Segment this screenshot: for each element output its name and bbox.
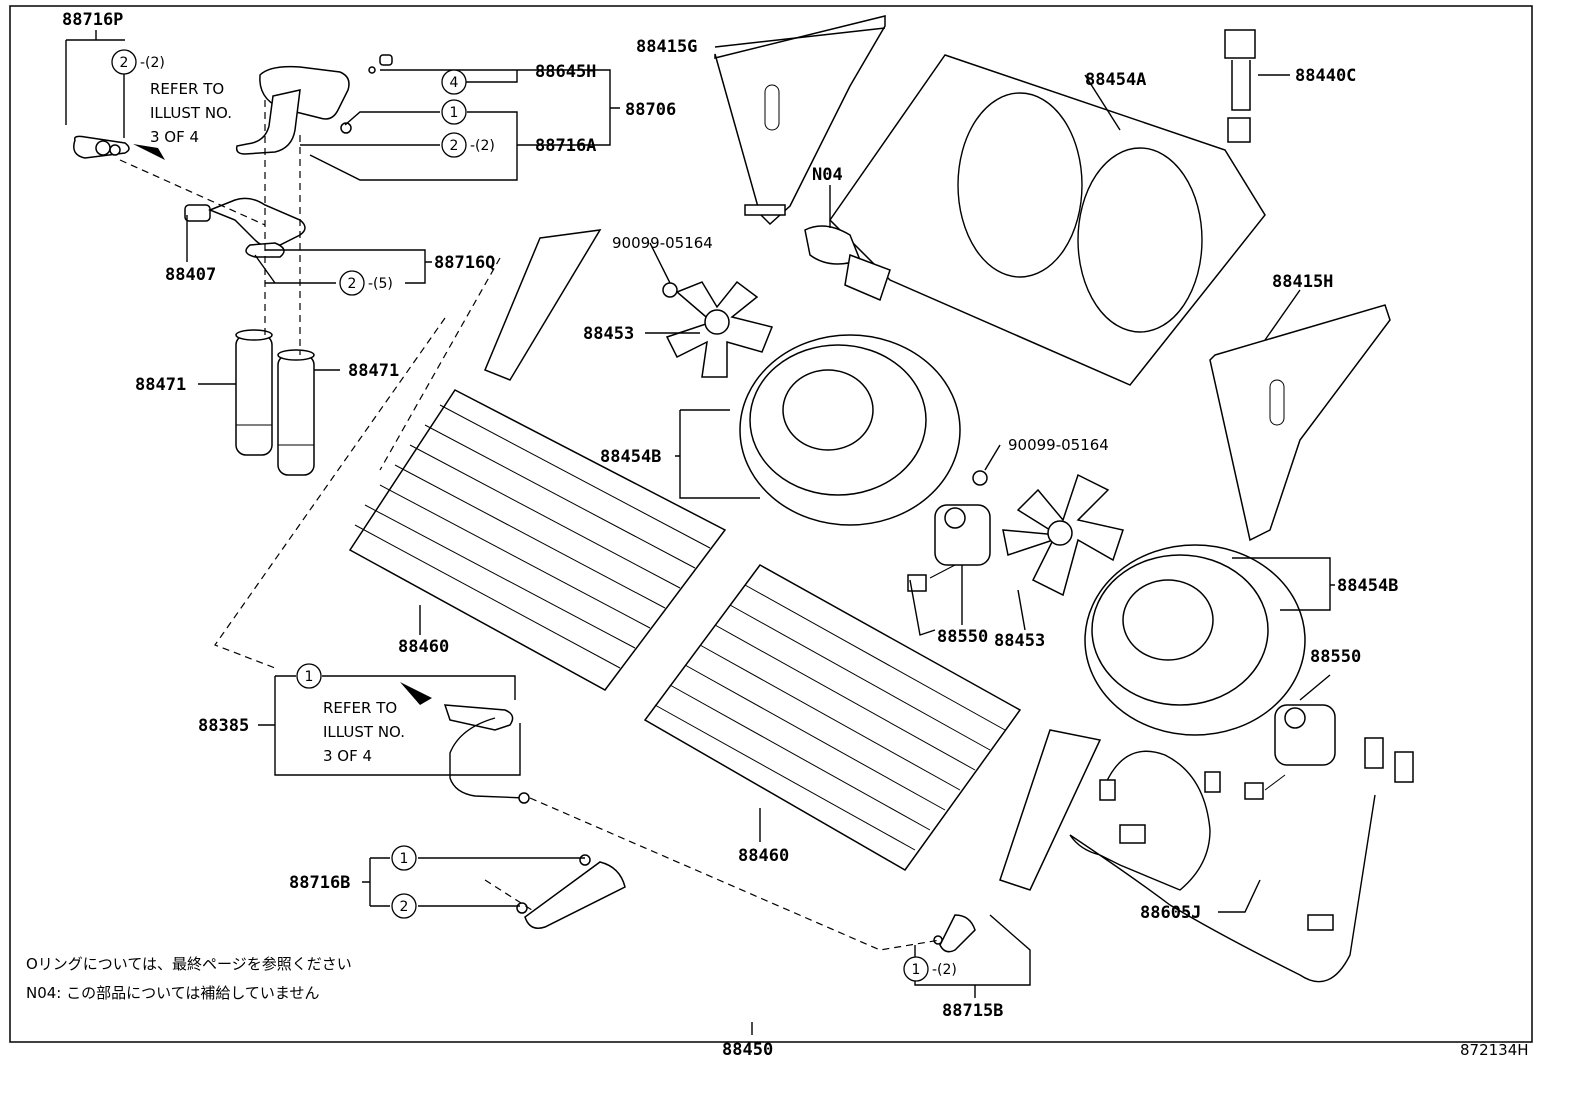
refer-top-line3: 3 OF 4 bbox=[150, 128, 199, 146]
label-N04: N04 bbox=[812, 165, 843, 185]
label-88550-left: 88550 bbox=[937, 627, 988, 647]
label-88407: 88407 bbox=[165, 265, 216, 285]
wire-harness-88605J bbox=[1069, 737, 1414, 983]
callout-1-top: 1 bbox=[450, 105, 459, 121]
label-88605J: 88605J bbox=[1140, 903, 1201, 923]
callout-qty-88715B: -(2) bbox=[932, 962, 957, 978]
side-bracket-upper bbox=[484, 229, 602, 381]
label-88471-right: 88471 bbox=[348, 361, 399, 381]
callout-2-top-left: 2 bbox=[120, 55, 129, 71]
label-90099-05164-mid: 90099-05164 bbox=[1008, 436, 1109, 454]
refer-top-line2: ILLUST NO. bbox=[150, 104, 232, 122]
callout-2-88716Q: 2 bbox=[348, 276, 357, 292]
refer-mid-line1: REFER TO bbox=[323, 699, 397, 717]
tube-88715B bbox=[933, 914, 976, 953]
label-88385: 88385 bbox=[198, 716, 249, 736]
motor-88550-right bbox=[1244, 704, 1336, 800]
callout-qty-top: -(2) bbox=[470, 138, 495, 154]
label-88471-left: 88471 bbox=[135, 375, 186, 395]
fan-88453-upper bbox=[665, 280, 774, 378]
liquid-tube-88645H bbox=[235, 54, 393, 155]
receiver-88471-right bbox=[277, 349, 315, 476]
refer-arrow-top bbox=[133, 144, 165, 160]
label-88460-lower: 88460 bbox=[738, 846, 789, 866]
footnote-oring: Oリングについては、最終ページを参照ください bbox=[26, 955, 352, 973]
label-88415H: 88415H bbox=[1272, 272, 1333, 292]
label-88454B-right: 88454B bbox=[1337, 576, 1398, 596]
label-88716P: 88716P bbox=[62, 10, 123, 30]
label-88716A: 88716A bbox=[535, 136, 596, 156]
bracket-88415G bbox=[714, 15, 886, 226]
motor-88550-left bbox=[907, 504, 991, 592]
callout-circles bbox=[111, 49, 929, 982]
dash-upper-left bbox=[119, 159, 266, 226]
fan-88453-middle bbox=[1002, 473, 1124, 597]
dash-88716Q bbox=[214, 317, 446, 669]
label-88706: 88706 bbox=[625, 100, 676, 120]
leader-lines bbox=[65, 27, 1335, 1035]
dash-88716B bbox=[484, 879, 536, 913]
illustration-number: 872134H bbox=[1460, 1041, 1529, 1059]
callout-2-88716B: 2 bbox=[400, 899, 409, 915]
label-88440C: 88440C bbox=[1295, 66, 1356, 86]
tube-assembly-88716P bbox=[73, 135, 130, 159]
discharge-hose-88385 bbox=[443, 704, 530, 804]
callout-4: 4 bbox=[450, 75, 459, 91]
refer-mid-line3: 3 OF 4 bbox=[323, 747, 372, 765]
side-bracket-lower bbox=[999, 729, 1102, 891]
switch-88440C bbox=[1224, 29, 1256, 143]
label-88450: 88450 bbox=[722, 1040, 773, 1060]
fan-housing-88454B-upper bbox=[739, 334, 961, 526]
condenser-88460-upper bbox=[348, 389, 727, 691]
tube-88716B bbox=[516, 854, 626, 929]
label-88716B: 88716B bbox=[289, 873, 350, 893]
nut-90099-middle bbox=[972, 470, 988, 486]
callout-qty-top-left: -(2) bbox=[140, 55, 165, 71]
receiver-88471-left bbox=[235, 329, 273, 456]
label-88716Q: 88716Q bbox=[434, 253, 495, 273]
label-90099-05164-top: 90099-05164 bbox=[612, 234, 713, 252]
callout-1-88385: 1 bbox=[305, 669, 314, 685]
label-88454B-left: 88454B bbox=[600, 447, 661, 467]
label-88453-mid: 88453 bbox=[994, 631, 1045, 651]
valve-88407 bbox=[184, 197, 306, 258]
callout-qty-88716Q: -(5) bbox=[368, 276, 393, 292]
dash-88385 bbox=[379, 257, 501, 471]
callout-2-top: 2 bbox=[450, 138, 459, 154]
label-88453-top: 88453 bbox=[583, 324, 634, 344]
footnote-n04: N04: この部品については補給していません bbox=[26, 984, 319, 1002]
dash-lower bbox=[529, 797, 941, 951]
label-88715B: 88715B bbox=[942, 1001, 1003, 1021]
refer-mid-line2: ILLUST NO. bbox=[323, 723, 405, 741]
label-88415G: 88415G bbox=[636, 37, 697, 57]
refer-top-line1: REFER TO bbox=[150, 80, 224, 98]
label-88550-right: 88550 bbox=[1310, 647, 1361, 667]
callout-1-88715B: 1 bbox=[912, 962, 921, 978]
fan-housing-88454B-lower bbox=[1084, 544, 1306, 736]
label-88645H: 88645H bbox=[535, 62, 596, 82]
label-88454A: 88454A bbox=[1085, 70, 1146, 90]
bracket-N04 bbox=[804, 225, 891, 302]
label-88460-upper: 88460 bbox=[398, 637, 449, 657]
diagram-frame bbox=[9, 5, 1533, 1043]
nut-90099-upper bbox=[662, 282, 678, 298]
callout-1-88716B: 1 bbox=[400, 851, 409, 867]
condenser-88460-lower bbox=[643, 564, 1022, 871]
refer-arrow-mid bbox=[400, 682, 432, 705]
bracket-88415H bbox=[1209, 304, 1391, 542]
shroud-88454A bbox=[829, 54, 1266, 386]
